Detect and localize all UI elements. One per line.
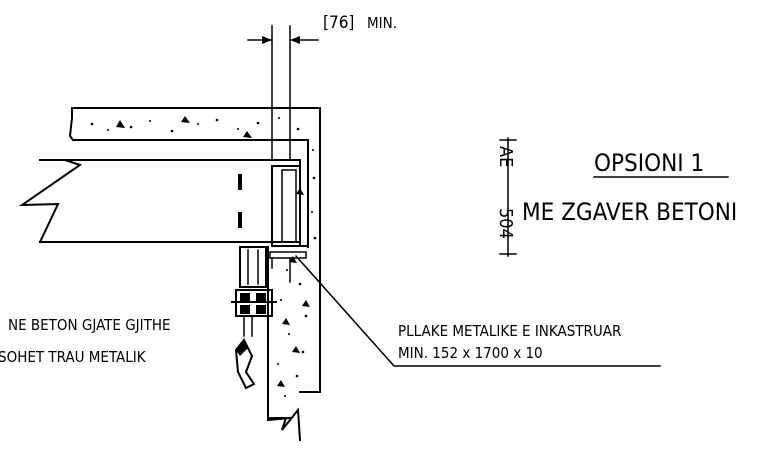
beam-break-line: [18, 159, 83, 244]
left-callout-line-2: SOHET TRAU METALIK: [0, 348, 147, 366]
bolt-head-2: [256, 293, 266, 302]
connection-hardware: [231, 246, 277, 390]
bolt-head-3: [240, 305, 250, 314]
option-title: OPSIONI 1: [594, 149, 704, 177]
section-ref-top: AE: [495, 146, 516, 167]
wall-inner-face: [267, 246, 292, 422]
plate-insert: [281, 169, 297, 243]
wall-break-line: [267, 407, 302, 442]
steel-beam: [18, 159, 301, 244]
dimension-76: [76] MIN.: [247, 13, 397, 161]
plate-callout: PLLAKE METALIKE E INKASTRUAR MIN. 152 x …: [398, 322, 621, 362]
slab-underside-line: [72, 139, 309, 248]
title-block: AE 504 OPSIONI 1 ME ZGAVER BETONI: [495, 137, 737, 257]
plate-leader-line: [294, 254, 661, 367]
left-callout: NE BETON GJATE GJITHE SOHET TRAU METALIK: [0, 316, 171, 366]
dim-arrow-right: [290, 36, 300, 44]
beam-slot-top: [238, 174, 242, 190]
plate-callout-line-1: PLLAKE METALIKE E INKASTRUAR: [398, 322, 621, 340]
plate-callout-line-2: MIN. 152 x 1700 x 10: [398, 344, 543, 362]
left-callout-line-1: NE BETON GJATE GJITHE: [8, 316, 171, 334]
concrete-outer-outline: [71, 107, 321, 393]
bolt-head-4: [256, 305, 266, 314]
dim-arrow-left: [262, 36, 272, 44]
concrete-section: [68, 107, 321, 442]
bearing-plate: [269, 251, 307, 259]
embedded-plate: [269, 165, 309, 283]
dim-value: [76]: [323, 13, 354, 33]
bolt-head-1: [240, 293, 250, 302]
dim-suffix: MIN.: [367, 14, 397, 32]
concrete-hatch: [90, 116, 317, 397]
beam-outline: [39, 159, 301, 243]
option-subtitle: ME ZGAVER BETONI: [522, 198, 737, 226]
slab-break-line: [68, 107, 75, 142]
clip-angle: [239, 246, 267, 288]
section-ref-bottom: 504: [495, 208, 516, 239]
beam-slot-bottom: [238, 212, 242, 228]
